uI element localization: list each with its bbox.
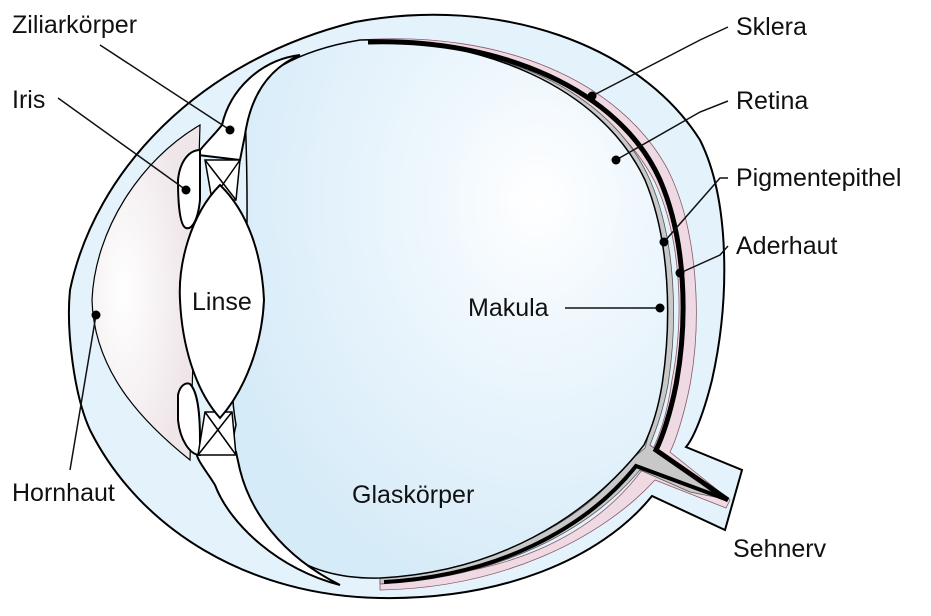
label-sklera: Sklera xyxy=(736,13,807,41)
dot-iris xyxy=(182,186,191,195)
zonule-lower xyxy=(198,412,236,455)
dot-retina xyxy=(612,156,621,165)
dot-hornhaut xyxy=(92,311,101,320)
dot-ziliarkoerper xyxy=(226,126,235,135)
label-hornhaut: Hornhaut xyxy=(12,479,115,507)
dot-sklera xyxy=(588,92,597,101)
label-ziliarkoerper: Ziliarkörper xyxy=(12,11,137,39)
label-aderhaut: Aderhaut xyxy=(736,232,838,260)
label-retina: Retina xyxy=(736,87,808,115)
dot-makula xyxy=(656,304,665,313)
label-makula: Makula xyxy=(468,294,549,322)
label-pigmentepithel: Pigmentepithel xyxy=(736,164,901,192)
label-glaskoerper: Glaskörper xyxy=(352,481,474,509)
label-sehnerv: Sehnerv xyxy=(733,535,827,563)
dot-pigmentepithel xyxy=(660,238,669,247)
dot-aderhaut xyxy=(676,269,685,278)
label-linse: Linse xyxy=(192,288,252,316)
label-iris: Iris xyxy=(12,86,45,114)
